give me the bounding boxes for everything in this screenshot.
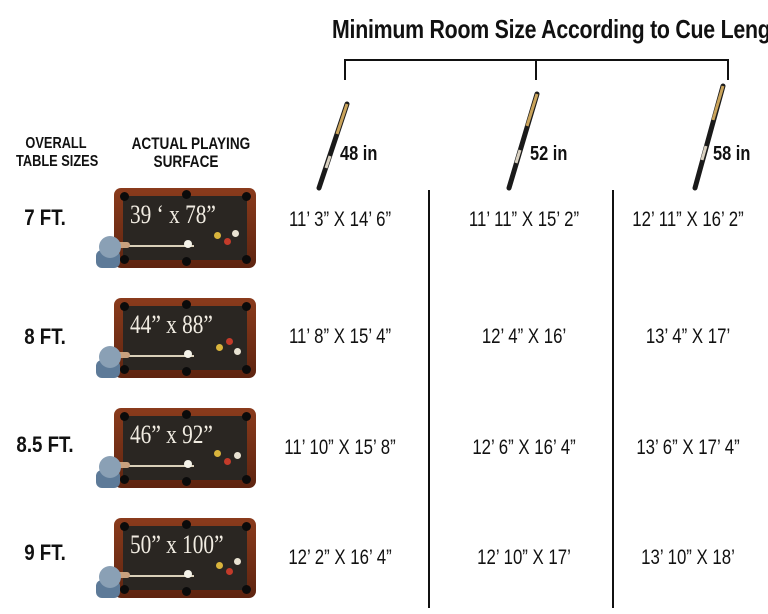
- pool-table-8ft: 44” x 88”: [96, 298, 258, 378]
- playing-surface-dimensions: 44” x 88”: [130, 310, 213, 339]
- room-size-cell: 12’ 4” X 16’: [481, 325, 567, 348]
- cue-label-58: 58 in: [713, 143, 751, 165]
- pool-table-7ft: 39 ‘ x 78”: [96, 188, 258, 268]
- room-size-cell: 13’ 4” X 17’: [645, 325, 731, 348]
- room-size-cell: 12’ 6” X 16’ 4”: [472, 436, 576, 459]
- pool-table-8-5ft: 46” x 92”: [96, 408, 258, 488]
- cue-bracket: [316, 59, 729, 191]
- cue-icon-48: [316, 101, 350, 191]
- room-size-cell: 11’ 10” X 15’ 8”: [284, 436, 396, 459]
- room-size-cell: 11’ 8” X 15’ 4”: [288, 325, 392, 348]
- playing-surface-dimensions: 39 ‘ x 78”: [130, 200, 216, 229]
- playing-surface-dimensions: 46” x 92”: [130, 420, 213, 449]
- header-actual-playing-surface: ACTUAL PLAYING SURFACE: [131, 134, 251, 171]
- header-overall-table-sizes: OVERALL TABLE SIZES: [16, 135, 99, 170]
- cue-label-52: 52 in: [530, 143, 568, 165]
- row-label-8ft: 8 FT.: [24, 324, 66, 349]
- player-figure: [96, 560, 130, 598]
- column-divider: [428, 190, 430, 608]
- playing-surface-dimensions: 50” x 100”: [130, 530, 224, 559]
- room-size-cell: 12’ 2” X 16’ 4”: [288, 546, 392, 569]
- room-size-cell: 11’ 3” X 14’ 6”: [288, 208, 392, 231]
- room-size-cell: 11’ 11” X 15’ 2”: [468, 208, 580, 231]
- row-label-8-5ft: 8.5 FT.: [16, 432, 74, 457]
- cue-icon-52: [506, 91, 540, 191]
- pool-table-9ft: 50” x 100”: [96, 518, 258, 598]
- room-size-cell: 12’ 11” X 16’ 2”: [632, 208, 744, 231]
- room-size-cell: 12’ 10” X 17’: [477, 546, 571, 569]
- column-divider: [612, 190, 614, 608]
- room-size-cell: 13’ 10” X 18’: [641, 546, 735, 569]
- cue-label-48: 48 in: [340, 143, 378, 165]
- player-figure: [96, 230, 130, 268]
- room-size-cell: 13’ 6” X 17’ 4”: [636, 436, 740, 459]
- row-label-7ft: 7 FT.: [24, 205, 66, 230]
- player-figure: [96, 450, 130, 488]
- player-figure: [96, 340, 130, 378]
- row-label-9ft: 9 FT.: [24, 540, 66, 565]
- cue-icon-58: [692, 83, 726, 191]
